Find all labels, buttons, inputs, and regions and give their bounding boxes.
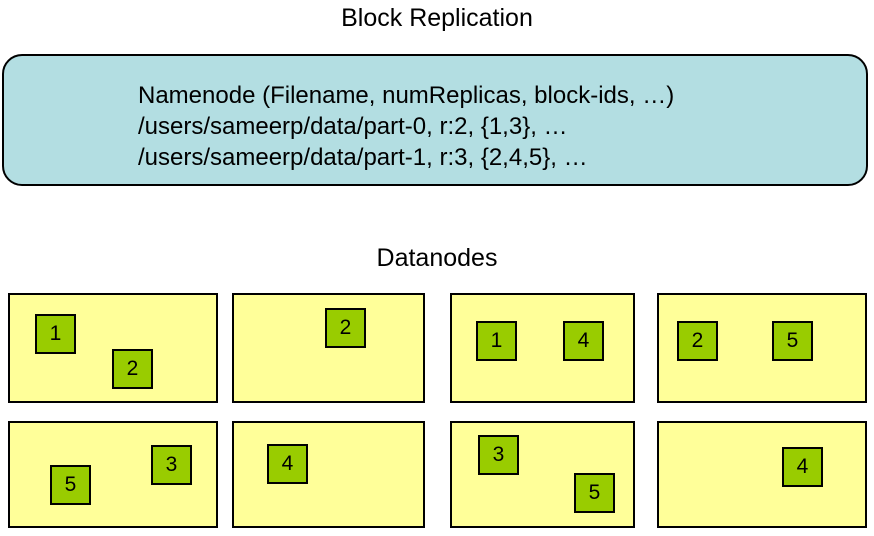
block-chip-4: 4 [267, 444, 308, 484]
block-chip-5: 5 [50, 465, 91, 505]
namenode-panel: Namenode (Filename, numReplicas, block-i… [2, 54, 868, 186]
block-chip-2: 2 [112, 349, 153, 389]
namenode-metadata-text: Namenode (Filename, numReplicas, block-i… [138, 80, 674, 173]
namenode-file-line-0: /users/sameerp/data/part-0, r:2, {1,3}, … [138, 113, 568, 140]
block-chip-5: 5 [574, 473, 615, 513]
namenode-header-line: Namenode (Filename, numReplicas, block-i… [138, 82, 675, 109]
block-chip-2: 2 [677, 321, 718, 361]
datanodes-heading: Datanodes [376, 244, 498, 272]
block-chip-4: 4 [782, 447, 823, 487]
datanode-box-6: 4 [232, 421, 425, 528]
datanode-box-8: 4 [657, 421, 867, 528]
datanode-box-2: 2 [232, 293, 425, 403]
namenode-file-line-1: /users/sameerp/data/part-1, r:3, {2,4,5}… [138, 144, 588, 171]
block-chip-4: 4 [563, 321, 604, 361]
block-chip-5: 5 [772, 321, 813, 361]
page-title: Block Replication [341, 4, 533, 32]
block-chip-3: 3 [478, 435, 519, 475]
block-chip-3: 3 [151, 445, 192, 485]
block-chip-2: 2 [325, 308, 366, 348]
block-chip-1: 1 [35, 314, 76, 354]
block-chip-1: 1 [476, 321, 517, 361]
